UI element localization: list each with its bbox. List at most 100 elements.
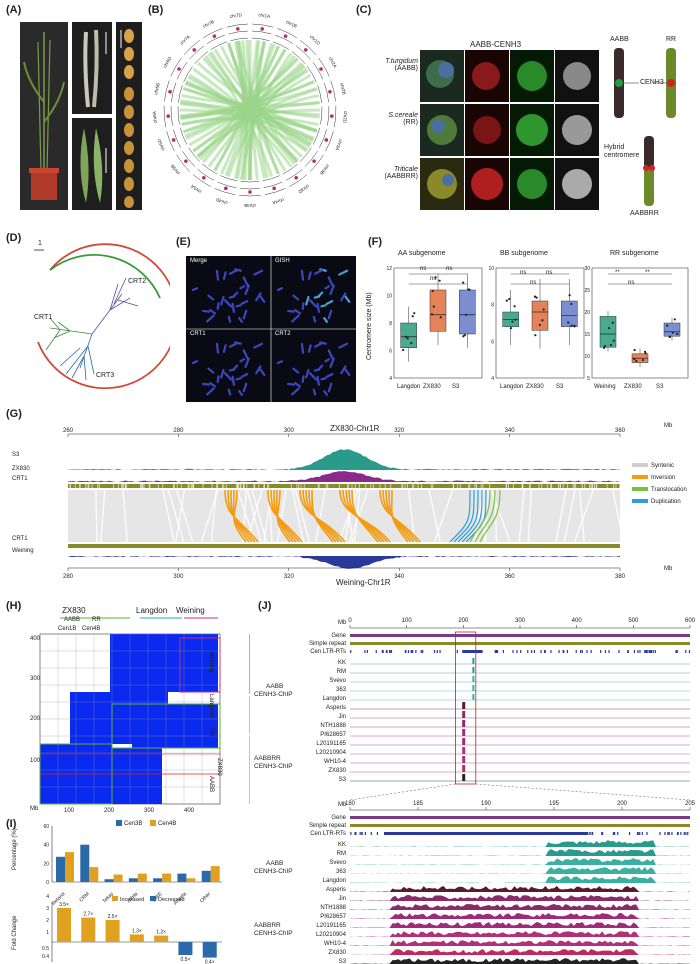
chromosome	[324, 285, 331, 290]
chromosome	[327, 382, 333, 393]
ltr-mark	[644, 650, 646, 653]
crt1-gap	[541, 484, 543, 488]
crt1-gap	[384, 484, 386, 488]
f-title-aa: AA subgenome	[398, 250, 446, 257]
ring-segment	[220, 175, 238, 182]
legend-inversion: Inversion	[632, 475, 687, 481]
chromosome	[216, 375, 220, 383]
ring-segment	[285, 169, 303, 181]
j-top-unit: Mb	[338, 620, 347, 626]
crt1-gap	[538, 484, 540, 488]
y-tick: 20	[43, 861, 49, 867]
bar-cen3b	[153, 878, 163, 882]
ring-segment	[202, 163, 218, 175]
chip-peak	[462, 711, 466, 718]
chromosome	[235, 377, 242, 381]
chromosome	[292, 367, 300, 374]
simple-repeat-track	[350, 824, 690, 827]
chromosome	[207, 294, 215, 301]
track-langdon: Langdon	[323, 878, 346, 884]
species-row-1: T.turgidum (AABB)	[356, 58, 418, 72]
ltr-mark	[618, 650, 620, 653]
data-point	[439, 316, 442, 319]
crt1-gap	[325, 484, 327, 488]
ring-segment	[173, 129, 181, 148]
crt1-gap	[354, 484, 356, 488]
ltr-mark	[527, 650, 529, 653]
j-bottom-tick: 200	[617, 801, 628, 807]
panel-e-label: (E)	[176, 236, 191, 248]
chromosome	[220, 295, 225, 306]
chromosome	[234, 341, 242, 345]
y-tick: 4	[491, 376, 494, 382]
ring-segment	[166, 131, 175, 152]
chromosome	[259, 368, 266, 376]
chromosome	[292, 294, 300, 301]
y-tick: 4	[389, 376, 392, 382]
ring-segment	[275, 34, 293, 44]
chip-peak	[462, 702, 466, 709]
cenh3-title: AABB-CENH3	[470, 40, 522, 49]
ring-segment	[188, 147, 200, 162]
ltr-mark	[496, 650, 498, 653]
h-x-100: 100	[64, 808, 75, 814]
crt1-gap	[254, 484, 256, 488]
crt1-gap	[347, 484, 349, 488]
centromere-marker	[168, 89, 172, 94]
track-simple-repeat: Simple repeat	[309, 823, 346, 829]
j-top-tick: 600	[685, 618, 696, 624]
box	[459, 289, 476, 335]
crt1-gap	[290, 484, 292, 488]
g-legend: Syntenic Inversion Translocation Duplica…	[632, 463, 687, 505]
ring-segment	[327, 106, 330, 126]
crt1-gap	[459, 484, 461, 488]
chromosome	[307, 344, 312, 353]
chip-peak	[462, 765, 466, 772]
crt1-gap	[253, 484, 255, 488]
f-g-rr-1: Weining	[594, 384, 616, 390]
crt1-gap	[567, 484, 569, 488]
ltr-mark	[495, 650, 497, 653]
centromere-marker	[202, 175, 206, 180]
chromosome	[209, 308, 217, 315]
zoom-box	[454, 631, 477, 785]
h-unit: Mb	[30, 806, 39, 812]
crt1-gap	[606, 484, 608, 488]
inversion-link	[351, 489, 379, 543]
syntenic-line	[268, 489, 273, 543]
ltr-mark	[627, 650, 629, 653]
species-genome: (RR)	[403, 119, 418, 126]
ltr-mark	[520, 650, 522, 653]
h-r-langdon: Langdon	[208, 694, 214, 718]
f-sig-rr-1: **	[615, 270, 620, 276]
legend-swatch	[632, 499, 648, 504]
crt1-gap	[557, 484, 559, 488]
crt1-gap	[507, 484, 509, 488]
ring-segment	[334, 105, 337, 128]
fold-label: 0.4×	[205, 960, 215, 964]
panel-d-label: (D)	[6, 232, 22, 244]
ltr-mark	[675, 650, 677, 653]
crt1-gap	[594, 484, 596, 488]
y-tick: 30	[584, 266, 590, 272]
crt1-gap	[223, 484, 225, 488]
j-bottom-tick: 195	[549, 801, 560, 807]
ring-segment	[183, 66, 193, 83]
chromosome-label: chr6A	[152, 111, 158, 123]
chromosome	[313, 269, 323, 275]
track-363: 363	[336, 869, 347, 875]
track-pi628657: PI628657	[320, 914, 346, 920]
chromosome	[294, 308, 302, 315]
h-x-200: 200	[104, 808, 115, 814]
ltr-mark	[354, 832, 356, 835]
ltr-mark	[540, 650, 542, 653]
top-tick-label: 360	[615, 428, 626, 434]
legend-swatch	[116, 820, 122, 826]
data-point	[514, 318, 517, 321]
f-title-bb: BB subgenome	[500, 250, 548, 257]
y-tick: 6	[389, 349, 392, 355]
chip-peak	[462, 747, 466, 754]
crt1-gap	[187, 484, 189, 488]
track-asperis: Asperis	[326, 887, 346, 893]
